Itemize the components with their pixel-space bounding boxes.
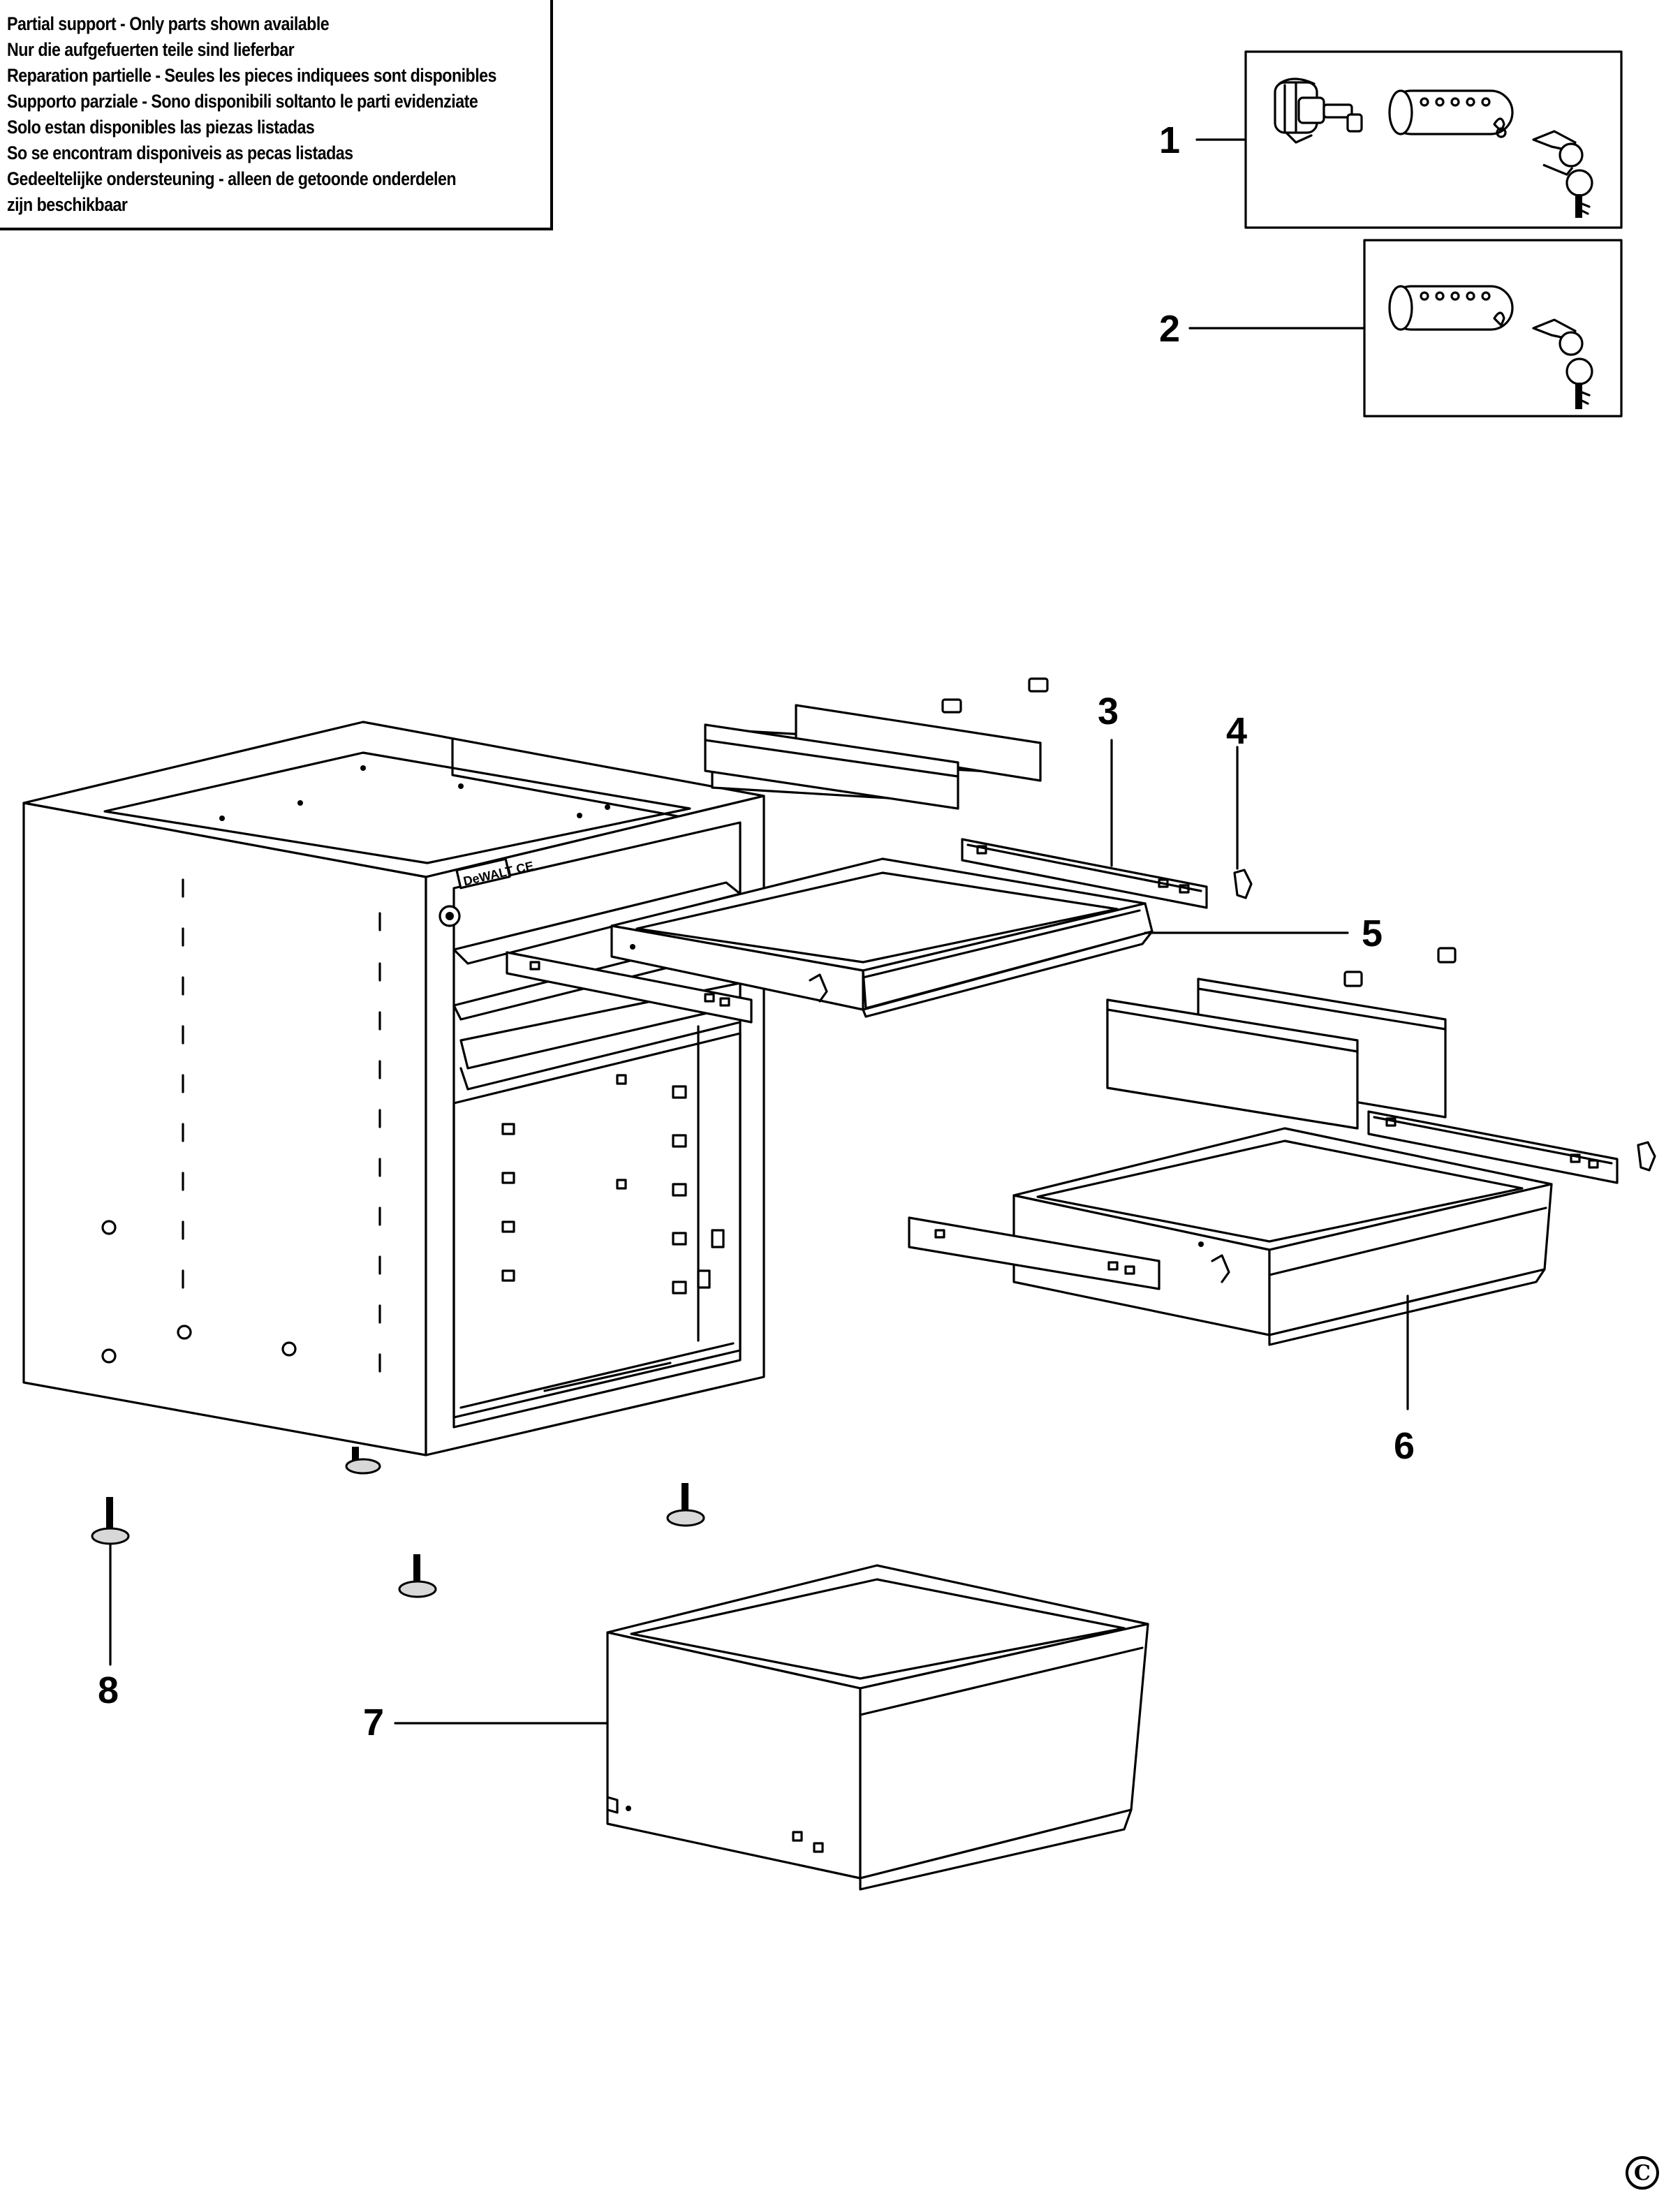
callout-2: 2	[1159, 308, 1181, 350]
callout-4: 4	[1226, 710, 1248, 752]
callout-5: 5	[1362, 913, 1383, 954]
notice-line: So se encontram disponiveis as pecas lis…	[7, 142, 353, 163]
partial-support-notice: Partial support - Only parts shown avail…	[0, 0, 553, 230]
part-3-upper-runner	[704, 677, 1208, 909]
part-4-slide-clip	[1233, 746, 1253, 899]
keys-icon	[1532, 130, 1593, 218]
part-8-leveling-feet	[91, 1483, 705, 1666]
callout-3: 3	[1098, 691, 1119, 732]
notice-line: Gedeeltelijke ondersteuning - alleen de …	[7, 168, 457, 189]
leveling-foot-icon	[398, 1554, 437, 1598]
notice-line: Supporto parziale - Sono disponibili sol…	[7, 91, 478, 112]
lock-cylinder-icon	[1388, 285, 1514, 331]
side-perforations	[182, 878, 381, 1373]
part-6-middle-drawer	[908, 1127, 1553, 1410]
notice-line: Partial support - Only parts shown avail…	[7, 13, 330, 34]
copyright-icon: C	[1626, 2156, 1659, 2190]
callout-6: 6	[1394, 1425, 1415, 1467]
lock-cylinder-icon	[1388, 89, 1514, 138]
leveling-foot-icon	[345, 1447, 381, 1475]
notice-line: Reparation partielle - Seules les pieces…	[7, 65, 496, 86]
leveling-foot-icon	[666, 1483, 705, 1527]
part-5-upper-drawer	[506, 857, 1349, 1024]
part-2-cylinder-kit	[1188, 239, 1623, 418]
part-1-lock-kit	[1195, 50, 1623, 229]
callout-7: 7	[363, 1702, 385, 1743]
callout-8: 8	[98, 1669, 119, 1711]
callout-1: 1	[1159, 119, 1181, 161]
notice-line: Nur die aufgefuerten teile sind lieferba…	[7, 39, 295, 60]
keys-icon	[1532, 318, 1593, 409]
notice-line: Solo estan disponibles las piezas listad…	[7, 117, 315, 138]
cabinet-body: DeWALT CE	[22, 721, 765, 1475]
part-7-deep-drawer	[394, 1564, 1149, 1891]
notice-line: zijn beschikbaar	[7, 194, 128, 215]
leveling-foot-icon	[91, 1497, 130, 1545]
lower-runner-set	[1106, 947, 1656, 1184]
lock-body-icon	[1274, 78, 1363, 144]
back-slot-holes	[501, 1074, 725, 1295]
